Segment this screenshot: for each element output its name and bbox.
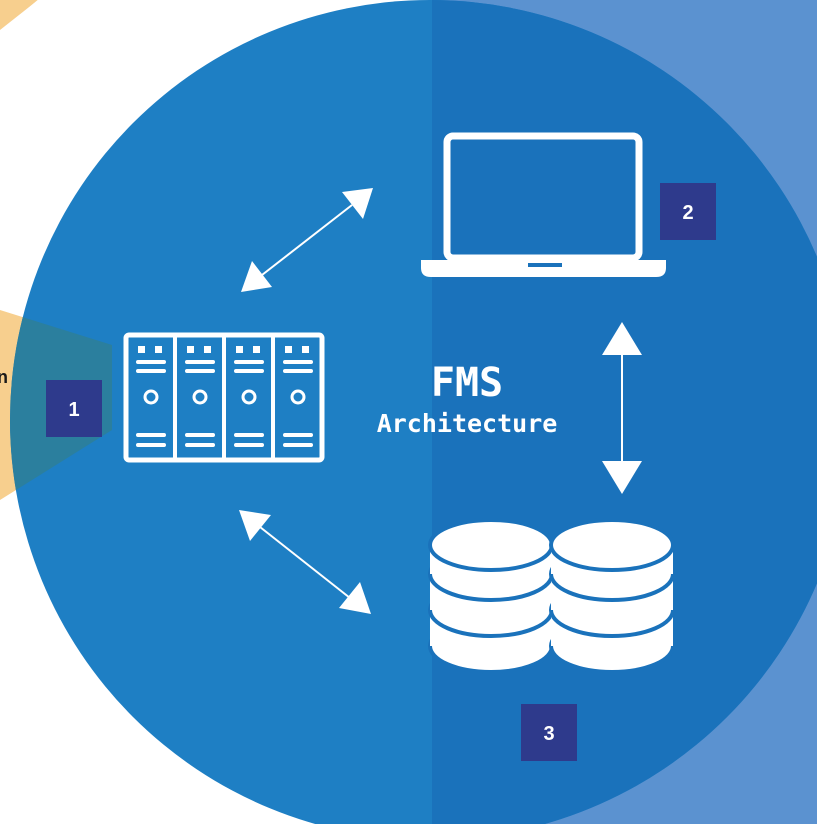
badge-2: 2 — [660, 183, 716, 240]
server-rack-icon — [123, 332, 325, 463]
badge-1: 1 — [46, 380, 102, 437]
decorative-beam-top — [0, 0, 38, 30]
database-cylinder-right — [549, 518, 675, 674]
title-sub: Architecture — [377, 409, 558, 438]
svg-text:1: 1 — [68, 399, 79, 421]
decorative-beam-edge — [0, 0, 41, 36]
svg-text:2: 2 — [682, 202, 693, 224]
arrow-servers-databases — [239, 510, 371, 614]
arrow-laptop-databases — [602, 322, 642, 494]
svg-text:3: 3 — [543, 723, 554, 745]
laptop-icon — [421, 132, 666, 277]
database-cylinder-left — [428, 518, 554, 674]
arrows — [239, 188, 642, 614]
badge-3: 3 — [521, 704, 577, 761]
cropped-left-text: n — [0, 367, 8, 387]
database-icon — [428, 518, 675, 674]
title-main: FMS — [431, 360, 503, 406]
arrow-servers-laptop — [241, 188, 373, 292]
